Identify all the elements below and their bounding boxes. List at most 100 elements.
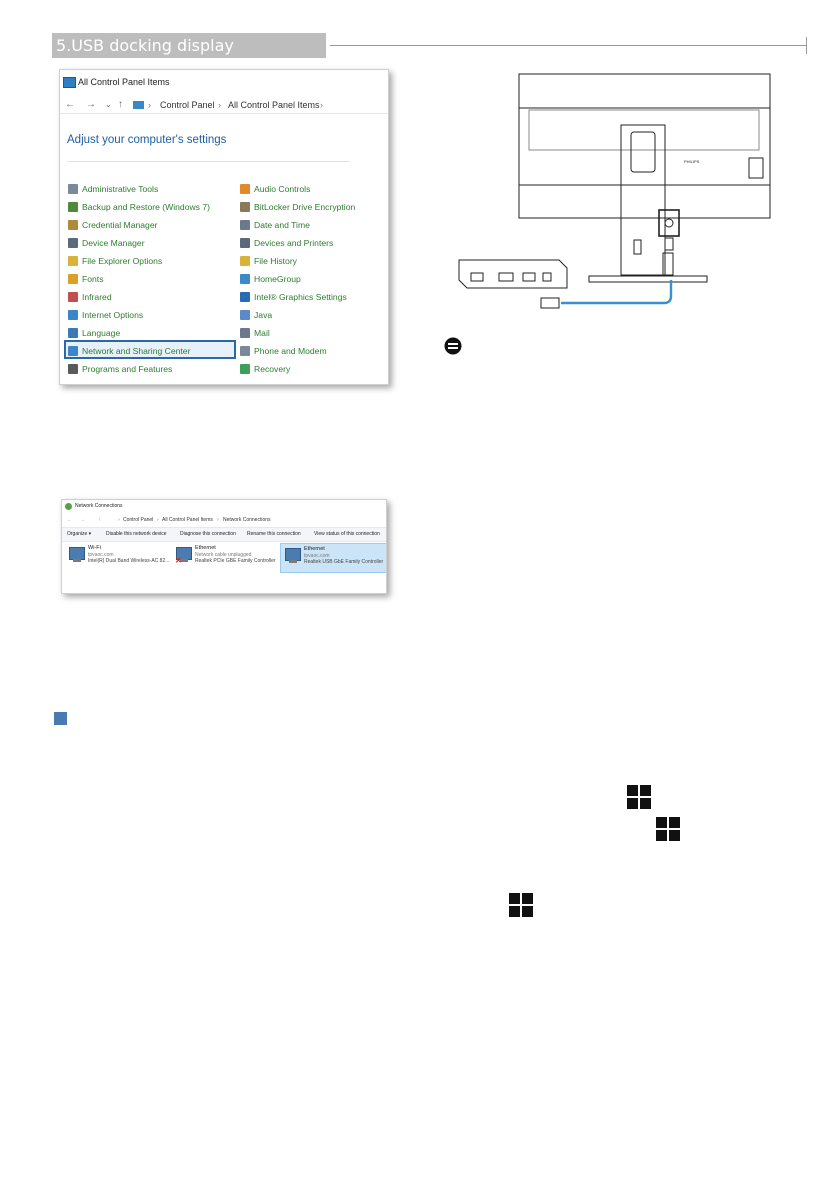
control-panel-item-label: Credential Manager: [82, 220, 158, 230]
control-panel-item-label: BitLocker Drive Encryption: [254, 202, 356, 212]
monitor-rear-usb-docking-illustration: PHILIPS: [458, 73, 771, 309]
mail-icon: [240, 328, 250, 338]
crumb-all-items[interactable]: All Control Panel Items: [228, 100, 320, 110]
control-panel-item[interactable]: Devices and Printers: [240, 236, 333, 250]
programs-icon: [68, 364, 78, 374]
crumb-separator: ›: [218, 100, 221, 110]
control-panel-item[interactable]: Java: [240, 308, 272, 322]
connection-item[interactable]: ✕ Ethernet Network cable unplugged Realt…: [172, 543, 278, 571]
bitlocker-icon: [240, 202, 250, 212]
control-panel-item-label: File Explorer Options: [82, 256, 163, 266]
forward-icon[interactable]: →: [80, 517, 85, 523]
connection-status: tpvaoc.com: [88, 552, 114, 558]
connection-item-selected[interactable]: Ethernet tpvaoc.com Realtek USB GbE Fami…: [280, 543, 386, 573]
control-panel-crumb-icon: [133, 101, 144, 109]
printer-icon: [240, 238, 250, 248]
control-panel-icon: [63, 77, 76, 88]
rename-button[interactable]: Rename this connection: [247, 531, 301, 537]
java-icon: [240, 310, 250, 320]
control-panel-item-label: Backup and Restore (Windows 7): [82, 202, 211, 212]
control-panel-item[interactable]: File History: [240, 254, 297, 268]
up-icon[interactable]: ↑: [98, 517, 101, 523]
back-icon[interactable]: ←: [65, 99, 75, 110]
control-panel-item-label: Network and Sharing Center: [82, 346, 191, 356]
modem-icon: [240, 346, 250, 356]
homegroup-icon: [240, 274, 250, 284]
control-panel-item-label: Mail: [254, 328, 270, 338]
control-panel-item[interactable]: Audio Controls: [240, 182, 310, 196]
connection-device: Intel(R) Dual Band Wireless-AC 82...: [88, 558, 170, 564]
connection-status: Network cable unplugged: [195, 552, 252, 558]
file-history-icon: [240, 256, 250, 266]
network-adapter-icon: [176, 547, 192, 562]
crumb-all-items[interactable]: All Control Panel Items: [162, 517, 213, 523]
up-icon[interactable]: ↑: [118, 99, 123, 110]
view-status-button[interactable]: View status of this connection: [314, 531, 380, 537]
section-marker: [54, 712, 67, 725]
control-panel-item-label: Language: [82, 328, 121, 338]
control-panel-item-label: Audio Controls: [254, 184, 311, 194]
network-connections-address-bar: ← → ↑ › Control Panel › All Control Pane…: [62, 514, 386, 526]
control-panel-heading: Adjust your computer's settings: [67, 134, 227, 146]
connection-device: Realtek PCIe GBE Family Controller: [195, 558, 276, 564]
control-panel-item[interactable]: Administrative Tools: [68, 182, 158, 196]
control-panel-item[interactable]: Mail: [240, 326, 270, 340]
recovery-icon: [240, 364, 250, 374]
header-rule: [330, 45, 806, 46]
header-end-mark: [806, 37, 807, 54]
control-panel-item[interactable]: Network and Sharing Center: [68, 344, 190, 358]
docking-device: [458, 259, 568, 289]
crumb-separator: ›: [157, 517, 159, 523]
control-panel-item[interactable]: Credential Manager: [68, 218, 157, 232]
disconnected-x-icon: ✕: [175, 556, 182, 565]
control-panel-item[interactable]: Programs and Features: [68, 362, 172, 376]
fonts-icon: [68, 274, 78, 284]
crumb-separator: ›: [320, 100, 323, 110]
forward-icon[interactable]: →: [86, 99, 96, 110]
control-panel-item[interactable]: Language: [68, 326, 120, 340]
recent-locations-icon[interactable]: ⌄: [105, 100, 112, 109]
disable-device-button[interactable]: Disable this network device: [106, 531, 167, 537]
control-panel-item[interactable]: Internet Options: [68, 308, 143, 322]
crumb-control-panel[interactable]: Control Panel: [160, 100, 215, 110]
network-icon: [68, 346, 78, 356]
windows-logo-icon: [627, 785, 651, 809]
folder-options-icon: [68, 256, 78, 266]
network-adapter-icon: [285, 548, 301, 563]
control-panel-item[interactable]: Backup and Restore (Windows 7): [68, 200, 210, 214]
control-panel-item[interactable]: Infrared: [68, 290, 112, 304]
date-time-icon: [240, 220, 250, 230]
note-icon: [444, 337, 462, 355]
connection-device: Realtek USB GbE Family Controller: [304, 559, 384, 565]
connection-item[interactable]: Wi-Fi tpvaoc.com Intel(R) Dual Band Wire…: [65, 543, 171, 571]
monitor-body: [518, 73, 771, 219]
section-header: 5.USB docking display introduction: [52, 33, 326, 80]
control-panel-item[interactable]: Recovery: [240, 362, 290, 376]
backup-icon: [68, 202, 78, 212]
control-panel-title: All Control Panel Items: [78, 77, 170, 87]
back-icon[interactable]: ←: [67, 517, 72, 523]
network-connections-window: Network Connections ← → ↑ › Control Pane…: [61, 499, 387, 594]
control-panel-item[interactable]: Fonts: [68, 272, 104, 286]
crumb-separator: ›: [118, 517, 120, 523]
control-panel-item-label: Fonts: [82, 274, 104, 284]
crumb-control-panel[interactable]: Control Panel: [123, 517, 154, 523]
control-panel-address-bar: ← → ⌄ ↑ › Control Panel › All Control Pa…: [60, 97, 388, 114]
crumb-network-connections[interactable]: Network Connections: [223, 517, 271, 523]
usb-cable: [561, 280, 673, 305]
audio-icon: [240, 184, 250, 194]
control-panel-item-label: Administrative Tools: [82, 184, 159, 194]
highlight-box: [64, 340, 236, 359]
diagnose-button[interactable]: Diagnose this connection: [180, 531, 236, 537]
control-panel-item[interactable]: Intel® Graphics Settings: [240, 290, 347, 304]
control-panel-item-label: Recovery: [254, 364, 291, 374]
control-panel-item[interactable]: BitLocker Drive Encryption: [240, 200, 355, 214]
control-panel-item[interactable]: Device Manager: [68, 236, 145, 250]
control-panel-item[interactable]: File Explorer Options: [68, 254, 162, 268]
control-panel-item[interactable]: Phone and Modem: [240, 344, 327, 358]
organize-button[interactable]: Organize ▾: [67, 531, 92, 537]
control-panel-item[interactable]: HomeGroup: [240, 272, 301, 286]
connection-name: Ethernet: [304, 546, 325, 552]
control-panel-item[interactable]: Date and Time: [240, 218, 310, 232]
connection-name: Ethernet: [195, 545, 216, 551]
